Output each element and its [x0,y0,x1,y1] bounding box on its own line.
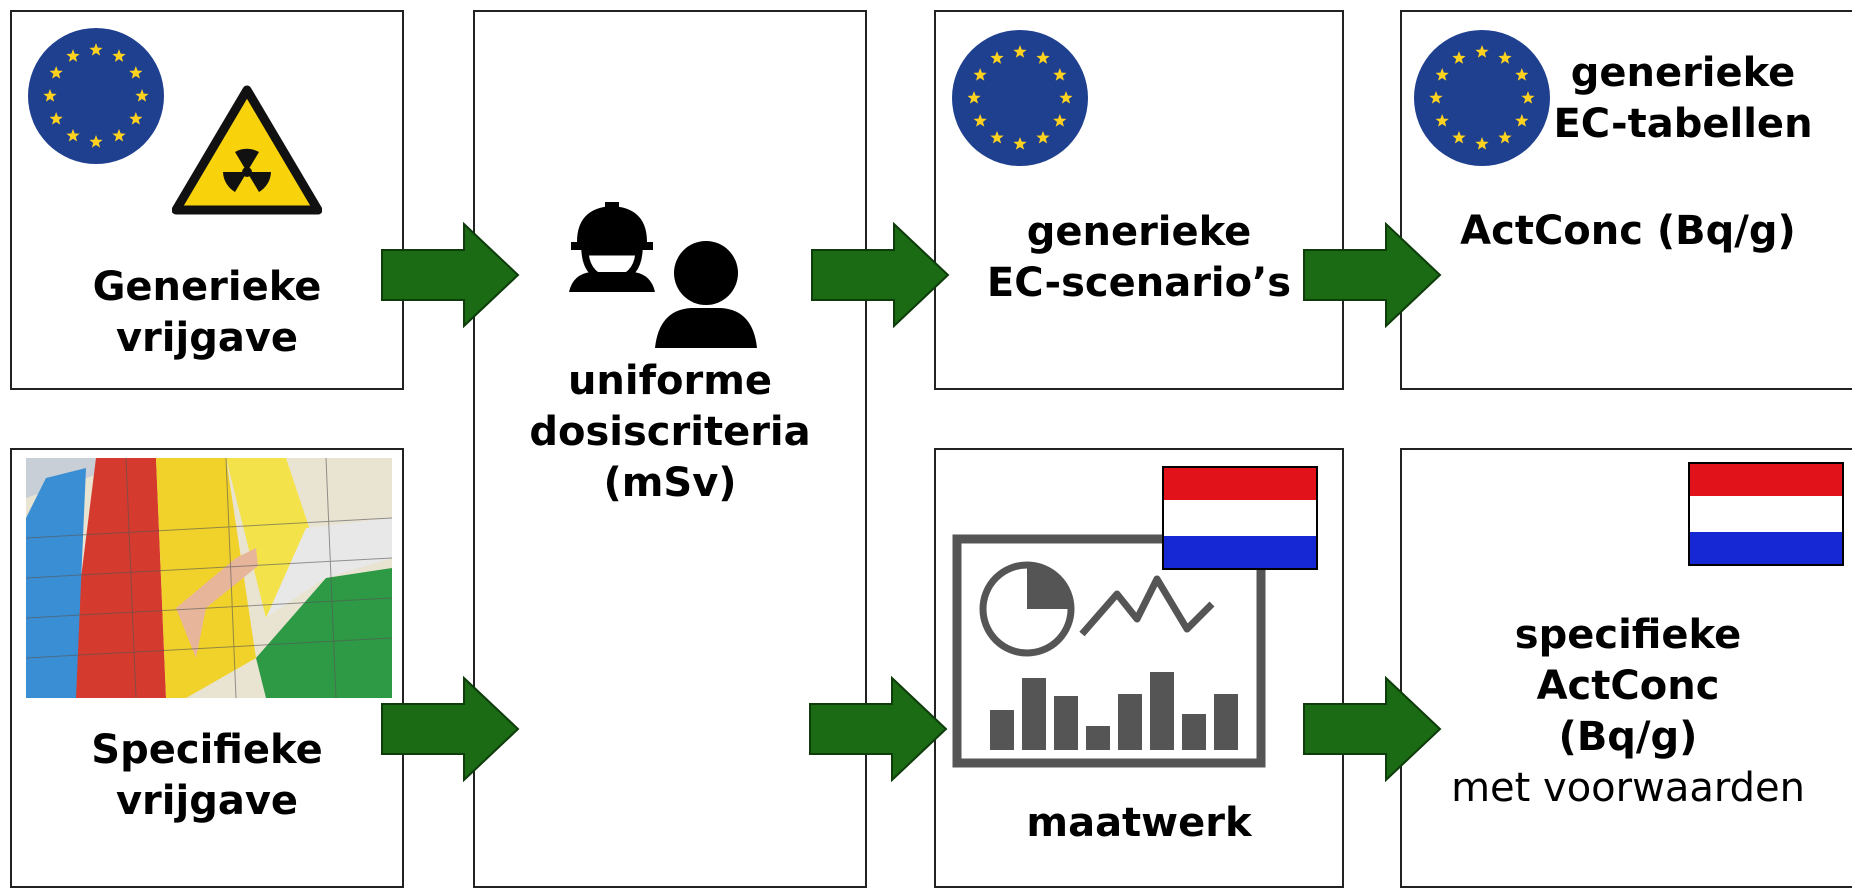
eu-flag-icon [28,28,164,164]
eu-star-icon [89,43,103,56]
specific-release-box: Specifieke vrijgave [10,448,404,888]
dashboard-chart-icon [952,534,1266,768]
eu-star-icon [1515,68,1529,81]
eu-star-icon [49,66,63,79]
arrow-right-icon [811,222,950,328]
person-icon [655,241,757,348]
eu-star-icon [1452,51,1466,64]
eu-star-icon [1059,91,1073,104]
custom-work-label: maatwerk [1026,800,1252,846]
eu-star-icon [135,89,149,102]
specific-actconc-label: specifieke ActConc (Bq/g) met voorwaarde… [1451,612,1805,811]
eu-star-icon [129,66,143,79]
eu-star-icon [1521,91,1535,104]
eu-star-icon [1435,114,1449,127]
specific-release-label: Specifieke vrijgave [91,727,323,824]
dose-criteria-box: uniforme dosiscriteria (mSv) [473,10,867,888]
eu-star-icon [1053,114,1067,127]
eu-star-icon [967,91,981,104]
worker-icon [569,202,655,292]
eu-star-icon [1013,45,1027,58]
eu-star-icon [1036,51,1050,64]
radiation-warning-icon [172,85,322,215]
eu-star-icon [1053,68,1067,81]
eu-star-icon [1475,137,1489,150]
eu-star-icon [973,114,987,127]
specific-actconc-box: specifieke ActConc (Bq/g) met voorwaarde… [1400,448,1852,888]
eu-flag-icon [952,30,1088,166]
arrow-right-icon [809,676,948,782]
eu-star-icon [66,49,80,62]
eu-star-icon [1435,68,1449,81]
arrow-right-icon [1303,676,1442,782]
ec-scenarios-box: generieke EC-scenario’s [934,10,1344,390]
eu-star-icon [1429,91,1443,104]
eu-star-icon [1498,130,1512,144]
eu-star-icon [990,51,1004,64]
dose-criteria-label: uniforme dosiscriteria (mSv) [529,358,811,506]
ec-tables-title: generieke EC-tabellen [1553,50,1813,147]
eu-star-icon [89,135,103,148]
eu-star-icon [112,49,126,62]
eu-star-icon [1515,114,1529,127]
arrow-right-icon [381,222,520,328]
ec-scenarios-label: generieke EC-scenario’s [986,209,1292,306]
eu-star-icon [973,68,987,81]
generic-release-label: Generieke vrijgave [92,264,322,361]
eu-star-icon [1498,51,1512,64]
netherlands-flag-icon [1688,462,1844,566]
eu-star-icon [1036,130,1050,144]
eu-star-icon [43,89,57,102]
generic-release-box: Generieke vrijgave [10,10,404,390]
arrow-right-icon [1303,222,1442,328]
eu-flag-icon [1414,30,1550,166]
eu-star-icon [990,130,1004,144]
ec-tables-actconc: ActConc (Bq/g) [1460,208,1796,254]
eu-star-icon [1013,137,1027,150]
arrow-right-icon [381,676,520,782]
eu-star-icon [49,112,63,125]
eu-star-icon [66,128,80,142]
ec-tables-box: generieke EC-tabellen ActConc (Bq/g) [1400,10,1852,390]
eu-star-icon [129,112,143,125]
netherlands-flag-icon [1162,466,1318,570]
custom-work-box: maatwerk [934,448,1344,888]
eu-star-icon [1475,45,1489,58]
periodic-table-photo [26,458,392,698]
eu-star-icon [112,128,126,142]
eu-star-icon [1452,130,1466,144]
